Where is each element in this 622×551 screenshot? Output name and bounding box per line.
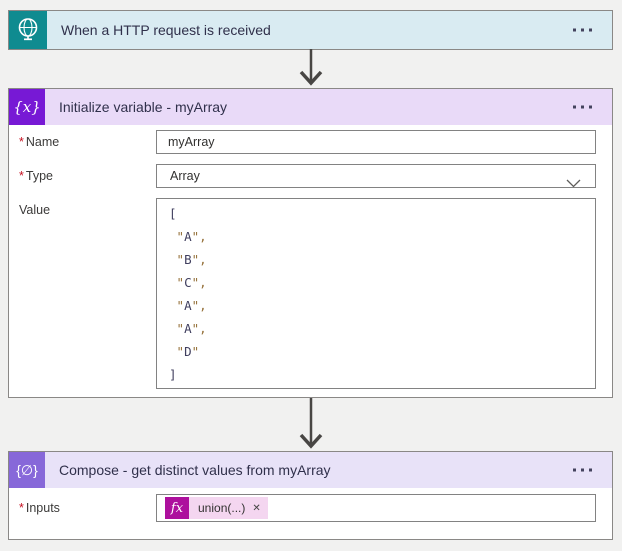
name-field-row: *Name: [19, 130, 596, 154]
json-line: "A",: [176, 321, 207, 336]
json-line: ]: [169, 367, 177, 382]
variable-braces-x-icon: {x}: [9, 89, 45, 125]
compose-header[interactable]: {∅} Compose - get distinct values from m…: [9, 452, 612, 488]
inputs-label: *Inputs: [19, 501, 60, 515]
initialize-variable-title: Initialize variable - myArray: [59, 99, 228, 115]
expression-token-text: union(...): [198, 501, 246, 515]
type-select-value: Array: [170, 169, 200, 183]
value-field-row: Value [ "A", "B", "C", "A", "A", "D"]: [19, 198, 596, 389]
initialize-variable-header[interactable]: {x} Initialize variable - myArray: [9, 89, 612, 125]
json-line: "C",: [176, 275, 207, 290]
chevron-down-icon: [566, 173, 581, 195]
fx-badge-icon: fx: [165, 497, 189, 519]
initialize-variable-card: {x} Initialize variable - myArray *Name …: [8, 88, 613, 398]
inputs-field[interactable]: fx union(...) ✕: [156, 494, 596, 522]
name-label: *Name: [19, 135, 60, 149]
compose-more-options-icon[interactable]: [569, 465, 596, 476]
required-asterisk: *: [19, 169, 24, 183]
type-field-row: *Type Array: [19, 164, 596, 188]
inputs-field-row: *Inputs fx union(...) ✕: [19, 494, 596, 522]
name-input[interactable]: [156, 130, 596, 154]
initialize-more-options-icon[interactable]: [569, 102, 596, 113]
compose-card: {∅} Compose - get distinct values from m…: [8, 451, 613, 540]
connector-arrow-down-icon: [0, 49, 622, 88]
initialize-variable-body: *Name *Type Array Value [ "A", "B", "C",…: [9, 125, 612, 389]
http-trigger-header[interactable]: When a HTTP request is received: [9, 11, 612, 49]
value-label: Value: [19, 203, 51, 217]
http-globe-icon: [9, 11, 47, 49]
json-line: "A",: [176, 229, 207, 244]
required-asterisk: *: [19, 135, 24, 149]
connector-arrow-down-icon: [0, 398, 622, 451]
value-json-editor[interactable]: [ "A", "B", "C", "A", "A", "D"]: [156, 198, 596, 389]
type-select[interactable]: Array: [156, 164, 596, 188]
compose-title: Compose - get distinct values from myArr…: [59, 462, 331, 478]
expression-token[interactable]: fx union(...) ✕: [165, 497, 268, 519]
http-trigger-card: When a HTTP request is received: [8, 10, 613, 50]
json-line: "D": [176, 344, 200, 359]
type-label: *Type: [19, 169, 53, 183]
json-line: "A",: [176, 298, 207, 313]
token-remove-icon[interactable]: ✕: [252, 502, 261, 514]
trigger-more-options-icon[interactable]: [569, 25, 596, 36]
json-line: "B",: [176, 252, 207, 267]
trigger-title: When a HTTP request is received: [61, 22, 271, 38]
compose-braces-null-icon: {∅}: [9, 452, 45, 488]
required-asterisk: *: [19, 501, 24, 515]
json-line: [: [169, 206, 177, 221]
compose-body: *Inputs fx union(...) ✕: [9, 488, 612, 522]
